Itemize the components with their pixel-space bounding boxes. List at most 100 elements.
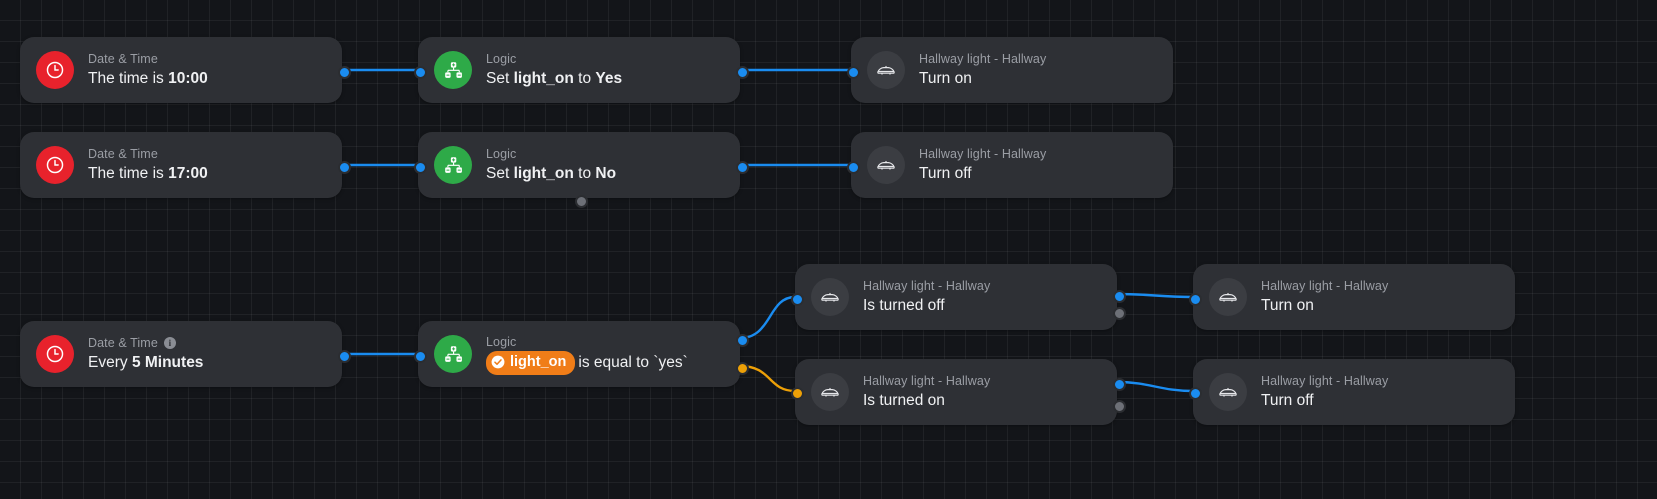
clock-icon — [36, 51, 74, 89]
ceiling-light-icon — [811, 373, 849, 411]
connector-port-gray[interactable] — [574, 194, 588, 208]
connector-port-amber[interactable] — [790, 386, 804, 400]
node-title-bold-2: Minutes — [144, 354, 204, 371]
node-category: Logic — [486, 51, 622, 67]
variable-chip[interactable]: light_on — [486, 350, 576, 375]
edge-true[interactable] — [1116, 292, 1194, 299]
node-category-label: Date & Time — [88, 147, 158, 161]
node-category: Hallway light - Hallway — [863, 373, 990, 389]
connector-port-blue[interactable] — [1112, 377, 1126, 391]
node-title-plain: Is turned on — [863, 392, 945, 409]
connector-port-gray[interactable] — [1112, 399, 1126, 413]
node-title-bold: 10:00 — [168, 70, 208, 87]
node-category-label: Hallway light - Hallway — [919, 52, 1047, 66]
node-title-plain: Turn off — [919, 165, 972, 182]
connector-port-blue[interactable] — [337, 160, 351, 174]
node-text: Hallway light - Hallway Is turned on — [863, 373, 990, 411]
node-title: Every 5 Minutes — [88, 352, 203, 373]
node-category-label: Logic — [486, 147, 517, 161]
node-title-plain: Every — [88, 354, 132, 371]
node-title: Is turned on — [863, 390, 990, 411]
node-category-label: Logic — [486, 334, 517, 349]
node-category-label: Hallway light - Hallway — [863, 374, 991, 388]
node-title-bold: light_on — [513, 70, 574, 87]
node-title-plain: The time is — [88, 165, 169, 182]
node-category: Hallway light - Hallway — [1261, 373, 1388, 389]
connector-port-blue[interactable] — [413, 160, 427, 174]
connector-port-blue[interactable] — [735, 65, 749, 79]
node-title-tail: to — [573, 70, 596, 87]
connector-port-blue[interactable] — [846, 65, 860, 79]
info-icon[interactable]: i — [163, 337, 176, 349]
connector-port-blue[interactable] — [337, 65, 351, 79]
connector-port-blue[interactable] — [1188, 386, 1202, 400]
node-title-bold: light_on — [513, 165, 574, 182]
node-title-bold-2: No — [595, 165, 617, 182]
node-title: Turn off — [919, 163, 1046, 184]
ceiling-light-icon — [867, 146, 905, 184]
ceiling-light-icon — [811, 278, 849, 316]
node-category: Hallway light - Hallway — [919, 51, 1046, 67]
node-title: Turn on — [919, 68, 1046, 89]
connector-port-blue[interactable] — [790, 292, 804, 306]
connector-port-blue[interactable] — [735, 160, 749, 174]
edge-true[interactable] — [1116, 380, 1194, 393]
node-category-label: Hallway light - Hallway — [919, 147, 1047, 161]
edge-true[interactable] — [739, 295, 796, 340]
node-category-label: Date & Time — [88, 52, 158, 66]
ceiling-light-icon — [1209, 373, 1247, 411]
node-category: Logic — [486, 334, 688, 350]
node-category: Date & Time — [88, 146, 208, 162]
node-title-bold-2: Yes — [595, 70, 623, 87]
sitemap-icon — [434, 51, 472, 89]
variable-chip-label: light_on — [510, 353, 567, 370]
node-title: The time is 17:00 — [88, 163, 208, 184]
node-title-plain: Is turned off — [863, 297, 945, 314]
node-title: Turn off — [1261, 390, 1388, 411]
clock-icon — [36, 335, 74, 373]
node-title-plain: Turn on — [1261, 297, 1314, 314]
node-category: Hallway light - Hallway — [863, 278, 990, 294]
node-category: Hallway light - Hallway — [1261, 278, 1388, 294]
node-category: Date & Time — [88, 51, 208, 67]
flow-node-condition-is-turned-on[interactable]: Hallway light - Hallway Is turned on — [795, 359, 1117, 425]
node-category-label: Date & Time — [88, 336, 158, 350]
node-category-label: Logic — [486, 52, 517, 66]
node-category: Logic — [486, 146, 616, 162]
node-title: Set light_on to No — [486, 163, 616, 184]
connector-port-blue[interactable] — [1188, 292, 1202, 306]
connector-port-gray[interactable] — [1112, 306, 1126, 320]
connector-port-blue[interactable] — [337, 349, 351, 363]
node-title: The time is 10:00 — [88, 68, 208, 89]
connector-port-blue[interactable] — [1112, 289, 1126, 303]
connector-port-blue[interactable] — [413, 349, 427, 363]
connector-port-blue[interactable] — [735, 333, 749, 347]
flow-node-condition-is-turned-off[interactable]: Hallway light - Hallway Is turned off — [795, 264, 1117, 330]
node-title-plain: Turn off — [1261, 392, 1314, 409]
ceiling-light-icon — [1209, 278, 1247, 316]
connector-port-blue[interactable] — [413, 65, 427, 79]
connector-port-blue[interactable] — [846, 160, 860, 174]
connector-port-amber[interactable] — [735, 361, 749, 375]
ceiling-light-icon — [867, 51, 905, 89]
node-text: Hallway light - Hallway Is turned off — [863, 278, 990, 316]
node-title-plain: Set — [486, 165, 514, 182]
